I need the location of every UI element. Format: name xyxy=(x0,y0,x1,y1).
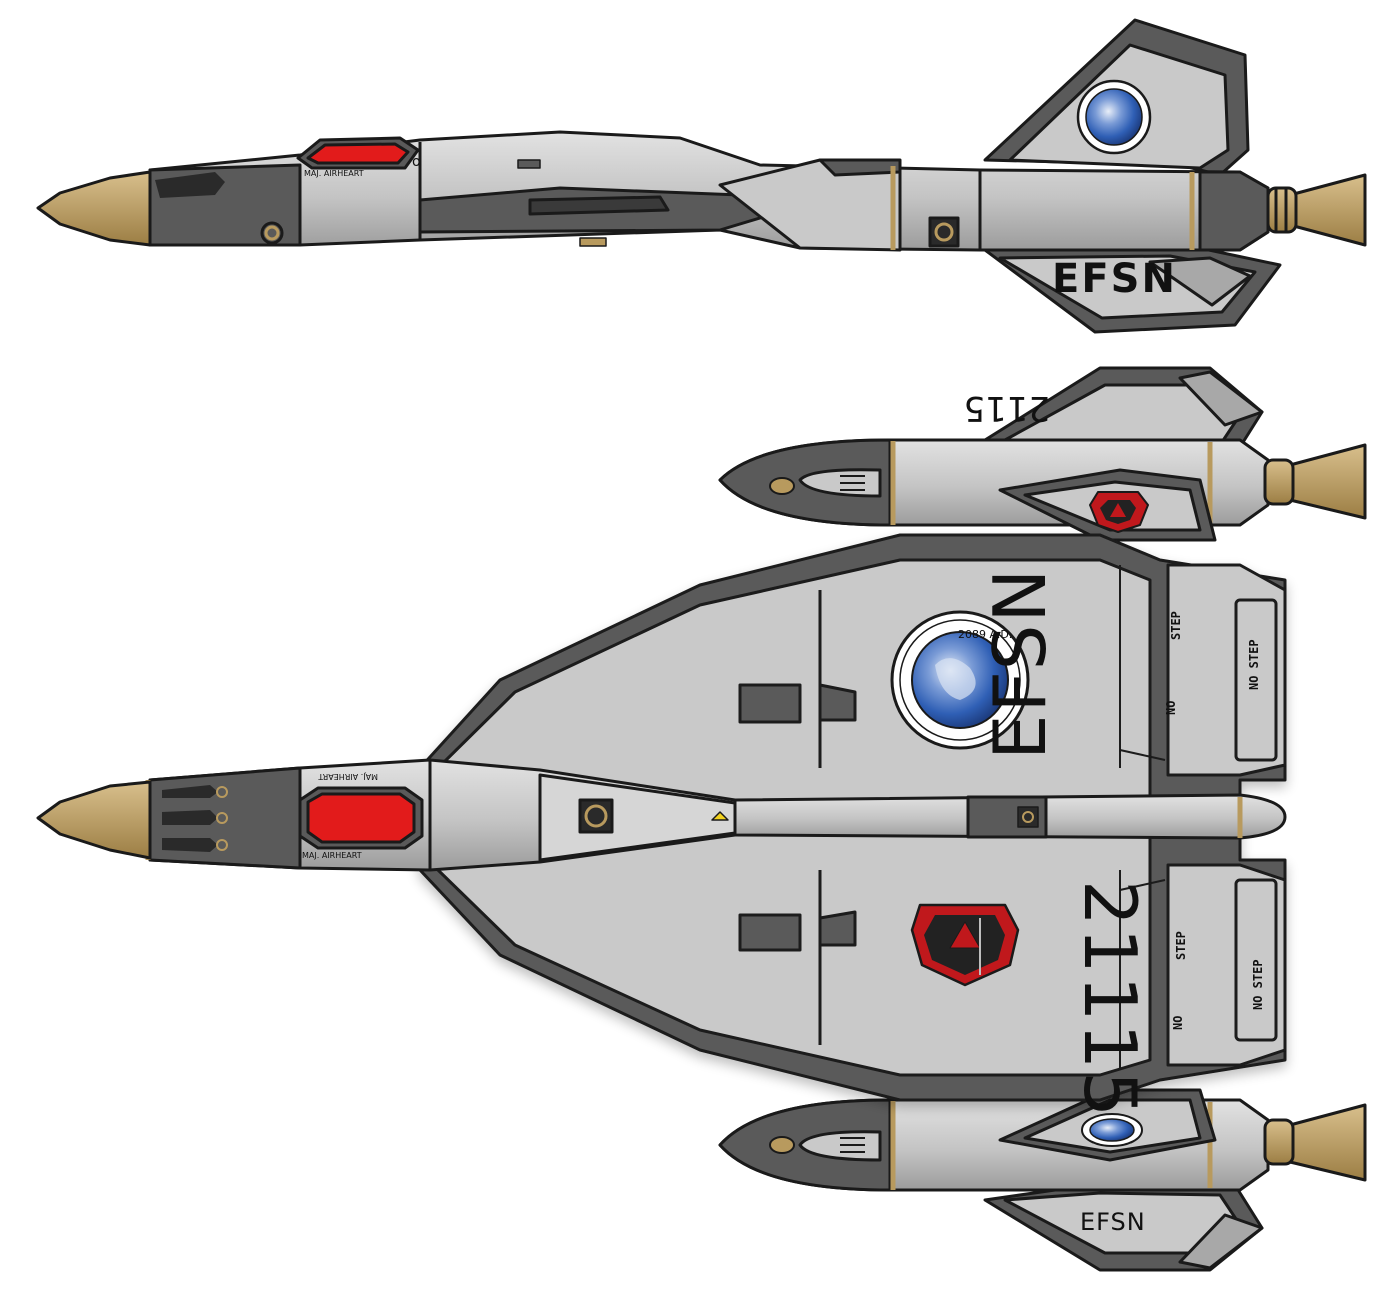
hull-number-upper-fin: 2115 xyxy=(963,388,1050,428)
side-small-o: o xyxy=(412,154,421,170)
squadron-badge-icon xyxy=(910,903,1020,987)
fleet-code-wing: EFSN xyxy=(978,567,1062,760)
pilot-name-side: MAJ. AIRHEART xyxy=(304,169,364,178)
side-view: MAJ. AIRHEART o EFSN xyxy=(36,18,1367,334)
pilot-name-top-inverted: MAJ. AIRHEART xyxy=(318,772,378,781)
engine-nozzle xyxy=(1288,173,1367,247)
earth-seal-icon: 2089 A.D. xyxy=(890,610,1030,750)
no-step-label-3a: NO xyxy=(1171,1016,1185,1030)
no-step-label-3b: STEP xyxy=(1174,931,1188,960)
earth-seal-icon xyxy=(1081,1113,1143,1147)
nacelle-upper: 2115 xyxy=(718,366,1367,542)
no-step-label-4: NO STEP xyxy=(1251,959,1265,1010)
pilot-name-top: MAJ. AIRHEART xyxy=(302,851,362,860)
fleet-code-side: EFSN xyxy=(1052,256,1177,302)
hull-number-wing: 21115 xyxy=(1068,880,1152,1119)
fuselage-top: MAJ. AIRHEART MAJ. AIRHEART xyxy=(36,758,1287,872)
no-step-label-1a: NO xyxy=(1164,701,1178,715)
no-step-label-2: NO STEP xyxy=(1247,639,1261,690)
nacelle-lower: EFSN xyxy=(718,1088,1367,1272)
top-view: 2115 xyxy=(36,366,1367,1272)
nose-cone-side xyxy=(36,170,152,247)
no-step-label-1b: STEP xyxy=(1169,611,1183,640)
squadron-badge-icon xyxy=(1089,491,1149,533)
seal-year: 2089 A.D. xyxy=(958,628,1012,641)
fleet-code-lower-fin: EFSN xyxy=(1080,1208,1146,1236)
earth-seal-icon xyxy=(1076,79,1152,155)
